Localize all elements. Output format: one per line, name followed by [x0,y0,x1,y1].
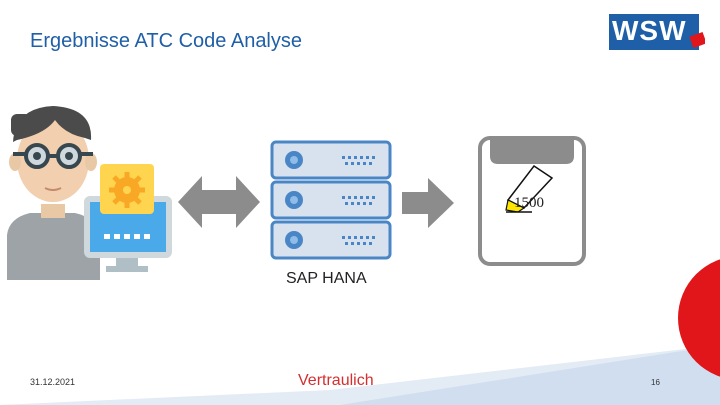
logo-text: WSW [612,15,687,46]
document-box-icon [478,136,586,266]
classification-label: Vertraulich [298,372,374,389]
wsw-logo: WSW [609,14,707,50]
footer-date: 31.12.2021 [30,377,76,387]
server-label: SAP HANA [286,270,367,287]
slide-title: Ergebnisse ATC Code Analyse [30,30,303,52]
table-value: 1500 [514,195,544,211]
settings-monitor-icon [84,164,172,272]
right-arrow-icon [402,178,454,228]
developer-icon [7,106,100,280]
bidirectional-arrow-icon [178,176,260,228]
server-stack-icon [270,140,392,260]
page-number: 16 [651,378,660,387]
pencil-icon [505,164,554,213]
